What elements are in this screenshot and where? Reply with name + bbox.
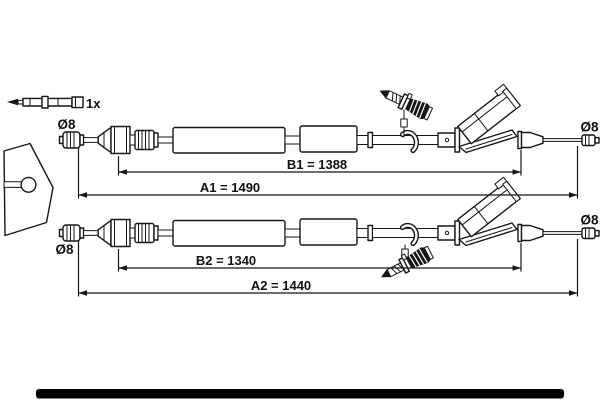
quantity-label: 1x (86, 96, 101, 111)
mounting-bracket (3, 142, 54, 237)
bottom-cable-clip (375, 242, 435, 286)
redaction-bar (36, 389, 564, 399)
spare-part-pin (7, 95, 84, 109)
bottom-cable (60, 177, 600, 286)
dimension-a2-label: A2 = 1440 (251, 278, 311, 293)
top-cable-clip (375, 80, 435, 138)
dimension-b1-label: B1 = 1388 (287, 157, 347, 172)
dimension-b2: B2 = 1340 (117, 243, 522, 272)
top-cable-diameter-right-label: Ø8 (580, 120, 599, 135)
top-cable-diameter-left-label: Ø8 (57, 117, 76, 132)
bottom-cable-diameter-left-label: Ø8 (55, 242, 74, 257)
dimension-b2-label: B2 = 1340 (196, 253, 256, 268)
dimension-a2: A2 = 1440 (77, 239, 579, 297)
bottom-cable-diameter-right-label: Ø8 (580, 213, 599, 228)
dimension-a1-label: A1 = 1490 (200, 180, 260, 195)
dimension-a1: A1 = 1490 (77, 146, 579, 199)
dimension-b1: B1 = 1388 (117, 150, 522, 176)
top-cable (60, 80, 600, 154)
